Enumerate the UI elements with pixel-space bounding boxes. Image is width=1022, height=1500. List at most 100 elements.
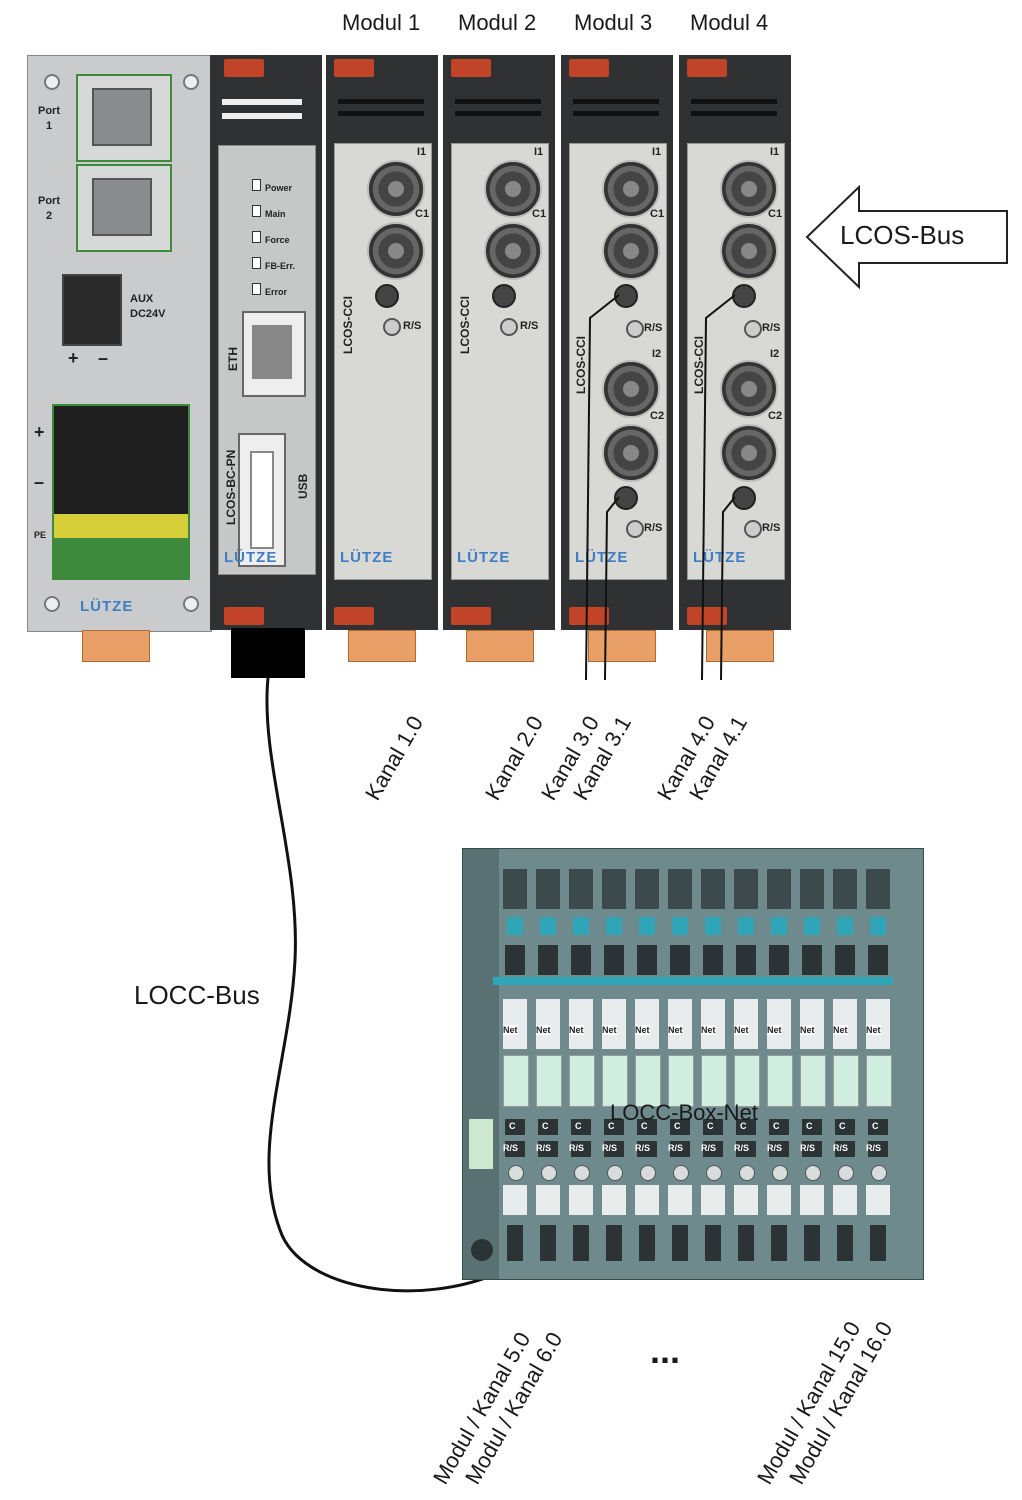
slot-net-label: Net [701, 1025, 716, 1035]
slot-net-label: Net [503, 1025, 518, 1035]
io-module-3: I1 C1 R/S I2 C2 R/S LCOS-CCI LÜTZE [561, 55, 673, 630]
c2-dial[interactable] [602, 424, 660, 482]
aux-plus: + [68, 348, 79, 368]
terminal-pe: PE [34, 530, 47, 540]
c1-dial[interactable] [367, 222, 425, 280]
io-module-1: I1 C1 R/S LCOS-CCI LÜTZE [326, 55, 438, 630]
eth-port [242, 311, 306, 397]
slot-rs-label: R/S [503, 1143, 519, 1153]
rs-button[interactable] [500, 318, 518, 336]
i2-dial[interactable] [720, 360, 778, 418]
terminal-plus: + [34, 422, 45, 442]
i1-dial[interactable] [720, 160, 778, 218]
slot-rs-label: R/S [602, 1143, 618, 1153]
led-power: Power [252, 175, 295, 201]
screw-icon [44, 596, 60, 612]
slot-c-label: C [872, 1121, 879, 1131]
rs-button[interactable] [626, 520, 644, 538]
slot-c-label: C [839, 1121, 846, 1131]
slot-net-label: Net [569, 1025, 584, 1035]
screw-icon [44, 74, 60, 90]
c2-dial[interactable] [720, 424, 778, 482]
i1-dial[interactable] [602, 160, 660, 218]
rs-button[interactable] [383, 318, 401, 336]
slot-c-label: C [542, 1121, 549, 1131]
lutze-logo: LÜTZE [80, 598, 134, 615]
aux-minus: – [98, 348, 109, 368]
terminal-minus: – [34, 472, 45, 492]
screw-icon [183, 74, 199, 90]
slot-rs-label: R/S [800, 1143, 816, 1153]
port-1-connector [76, 74, 172, 162]
slot-rs-label: R/S [701, 1143, 717, 1153]
mounting-foot [348, 630, 416, 662]
slot-rs-label: R/S [668, 1143, 684, 1153]
slot-net-label: Net [668, 1025, 683, 1035]
slot-rs-label: R/S [866, 1143, 882, 1153]
lcos-bus-label: LCOS-Bus [840, 220, 965, 250]
c1-dial[interactable] [602, 222, 660, 280]
rs-button[interactable] [626, 320, 644, 338]
slot-net-label: Net [767, 1025, 782, 1035]
module-1-label: Modul 1 [342, 10, 421, 35]
locc-bus-label: LOCC-Bus [134, 980, 260, 1010]
usb-port [238, 433, 286, 567]
ellipsis: ... [650, 1330, 681, 1371]
i1-dial[interactable] [484, 160, 542, 218]
mounting-foot [82, 630, 150, 662]
aux-connector [62, 274, 122, 346]
controller-module: Power Main Force FB-Err. Error ETH LCOS-… [210, 55, 322, 630]
locc-bus-plug [231, 628, 305, 678]
rs-button[interactable] [744, 320, 762, 338]
i2-dial[interactable] [602, 360, 660, 418]
lcos-bus-arrow [805, 185, 1008, 290]
lutze-logo: LÜTZE [457, 549, 511, 566]
port-2-connector [76, 164, 172, 252]
io-module-2: I1 C1 R/S LCOS-CCI LÜTZE [443, 55, 555, 630]
c1-dial[interactable] [720, 222, 778, 280]
power-terminal [52, 404, 190, 580]
c1-dial[interactable] [484, 222, 542, 280]
slot-c-label: C [641, 1121, 648, 1131]
slot-net-label: Net [602, 1025, 617, 1035]
slot-rs-label: R/S [833, 1143, 849, 1153]
screw-icon [183, 596, 199, 612]
status-led [492, 284, 516, 308]
slot-c-label: C [773, 1121, 780, 1131]
mounting-foot [706, 630, 774, 662]
mounting-foot [588, 630, 656, 662]
slot-rs-label: R/S [536, 1143, 552, 1153]
rs-button[interactable] [744, 520, 762, 538]
status-led [375, 284, 399, 308]
slot-c-label: C [674, 1121, 681, 1131]
slot-rs-label: R/S [569, 1143, 585, 1153]
module-2-label: Modul 2 [458, 10, 537, 35]
slot-rs-label: R/S [635, 1143, 651, 1153]
slot-c-label: C [509, 1121, 516, 1131]
slot-c-label: C [575, 1121, 582, 1131]
module-4-label: Modul 4 [690, 10, 769, 35]
lutze-logo: LÜTZE [340, 549, 394, 566]
slot-c-label: C [608, 1121, 615, 1131]
slot-rs-label: R/S [734, 1143, 750, 1153]
i1-dial[interactable] [367, 160, 425, 218]
module-3-label: Modul 3 [574, 10, 653, 35]
mounting-foot [466, 630, 534, 662]
led-error: Error [252, 279, 295, 305]
slot-net-label: Net [734, 1025, 749, 1035]
slot-net-label: Net [866, 1025, 881, 1035]
slot-net-label: Net [800, 1025, 815, 1035]
